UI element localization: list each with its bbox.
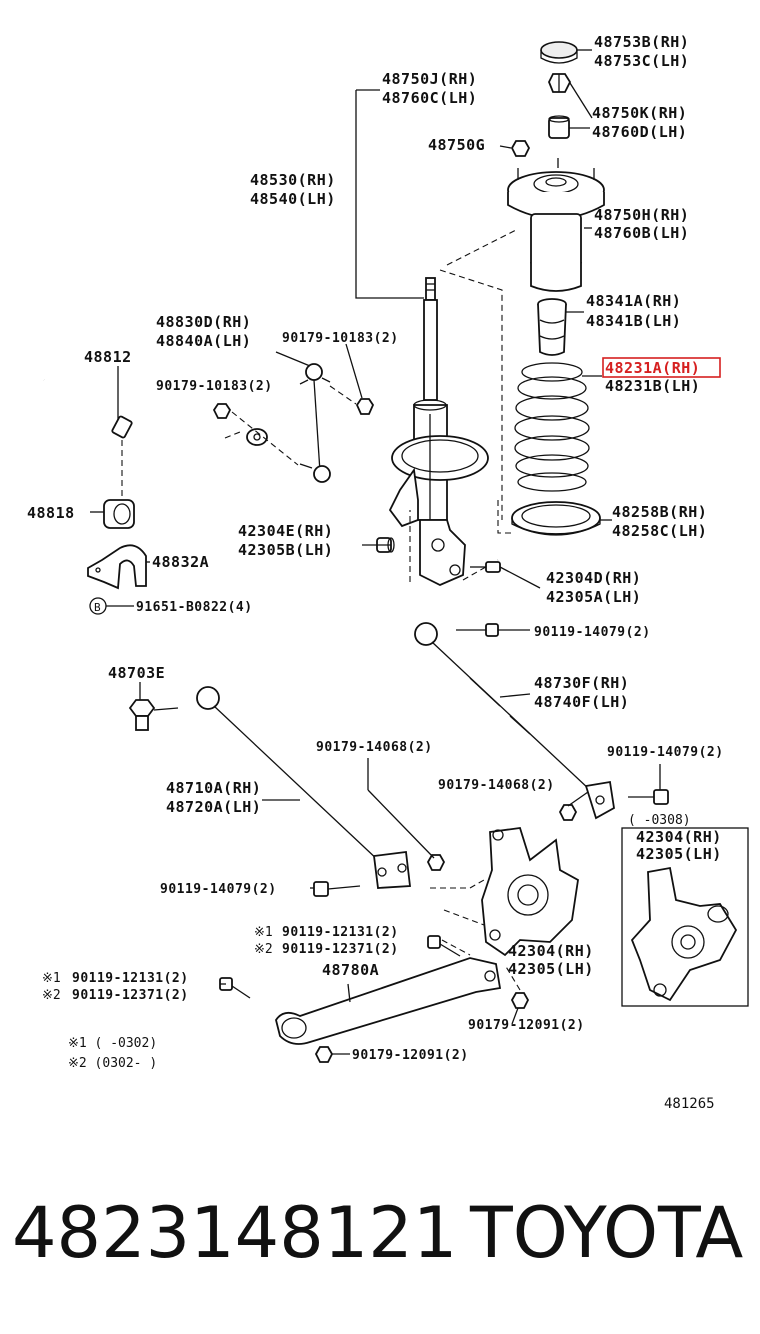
label-48341b: 48341B(LH): [586, 312, 681, 330]
label-48750g: 48750G: [428, 136, 485, 154]
label-mark1-b: ※1: [42, 971, 61, 986]
label-48258b: 48258B(RH): [612, 503, 707, 521]
rod-nut: [510, 992, 530, 1009]
label-90119-12371-b: 90119-12371(2): [72, 988, 189, 1003]
label-48753b: 48753B(RH): [594, 33, 689, 51]
arm-bolt: [313, 881, 361, 897]
label-90179-14068-b: 90179-14068(2): [438, 778, 555, 793]
label-90119-14079-c: 90119-14079(2): [160, 882, 277, 897]
label-48720a: 48720A(LH): [166, 798, 261, 816]
strut-bolt: [470, 561, 501, 573]
label-48258c: 48258C(LH): [612, 522, 707, 540]
label-48341a: 48341A(RH): [586, 292, 681, 310]
label-42304e: 42304E(RH): [238, 522, 333, 540]
coil-spring: [514, 362, 590, 492]
part-number: 4823148121: [12, 1192, 458, 1274]
label-48750h: 48750H(RH): [594, 206, 689, 224]
diagram-code: 481265: [664, 1096, 715, 1112]
label-48753c: 48753C(LH): [594, 52, 689, 70]
label-48750k: 48750K(RH): [592, 104, 687, 122]
label-90179-10183-b: 90179-10183(2): [156, 379, 273, 394]
bump-stopper: [537, 298, 567, 356]
label-42305b: 42305B(LH): [238, 541, 333, 559]
highlight-box-48231a: [602, 357, 721, 378]
label-48710a: 48710A(RH): [166, 779, 261, 797]
label-42304d: 42304D(RH): [546, 569, 641, 587]
label-48750j: 48750J(RH): [382, 70, 477, 88]
shock-absorber: [388, 277, 489, 586]
strut-nut: [548, 73, 572, 93]
strut-support-mount: [507, 158, 605, 292]
label-48830d: 48830D(RH): [156, 313, 251, 331]
label-91651: 91651-B0822(4): [136, 600, 253, 615]
label-48832a: 48832A: [152, 553, 209, 571]
label-90119-12131-b: 90119-12131(2): [72, 971, 189, 986]
stabilizer-bar: [42, 377, 268, 516]
label-42305: 42305(LH): [508, 960, 594, 978]
label-48703e: 48703E: [108, 664, 165, 682]
label-90179-14068-a: 90179-14068(2): [316, 740, 433, 755]
label-90119-12131-a: 90119-12131(2): [282, 925, 399, 940]
label-mark2-b: ※2: [42, 988, 61, 1003]
upper-cushion: [548, 115, 570, 139]
note-mark1: ※1 ( -0302): [68, 1036, 157, 1051]
label-42304: 42304(RH): [508, 942, 594, 960]
rear-axle-carrier: [481, 827, 579, 957]
inset-axle-carrier: [630, 866, 738, 1002]
lateral-link-lower: [196, 686, 412, 889]
label-42305a: 42305A(LH): [546, 588, 641, 606]
note-mark2: ※2 (0302- ): [68, 1056, 157, 1071]
label-48530: 48530(RH): [250, 171, 336, 189]
stabilizer-link: [299, 363, 331, 483]
label-48760c: 48760C(LH): [382, 89, 477, 107]
label-42305-inset: 42305(LH): [636, 845, 722, 863]
leader-lines: [90, 49, 661, 1055]
rod-bolt: [427, 935, 461, 957]
label-90119-12371-a: 90119-12371(2): [282, 942, 399, 957]
rod-bolt: [219, 977, 251, 999]
spring-insulator: [511, 501, 601, 536]
arm-nut: [426, 854, 446, 871]
link-nut: [355, 398, 375, 415]
label-48760b: 48760B(LH): [594, 224, 689, 242]
strut-rod: [275, 957, 502, 1045]
link-nut: [212, 403, 232, 419]
label-0308: ( -0308): [628, 813, 691, 828]
label-48840a: 48840A(LH): [156, 332, 251, 350]
link-nut: [558, 804, 578, 821]
stabilizer-bracket: [87, 544, 147, 590]
brand-name: TOYOTA: [470, 1192, 744, 1274]
label-b-circle: B: [94, 601, 101, 614]
label-90179-12091-a: 90179-12091(2): [468, 1018, 585, 1033]
label-mark2-a: ※2: [254, 942, 273, 957]
link-bolt: [456, 623, 499, 637]
arm-bolt: [128, 699, 179, 731]
rod-nut: [314, 1046, 334, 1063]
mount-nut: [510, 140, 531, 157]
label-48740f: 48740F(LH): [534, 693, 629, 711]
label-48730f: 48730F(RH): [534, 674, 629, 692]
label-48818: 48818: [27, 504, 75, 522]
label-48812: 48812: [84, 348, 132, 366]
mount-cap: [540, 41, 578, 64]
label-90119-14079-b: 90119-14079(2): [607, 745, 724, 760]
label-48231a: 48231A(RH): [605, 359, 700, 377]
label-48231b: 48231B(LH): [605, 377, 700, 395]
label-48540: 48540(LH): [250, 190, 336, 208]
label-48780a: 48780A: [322, 961, 379, 979]
link-bolt: [628, 789, 669, 805]
stabilizer-bushing: [103, 499, 135, 529]
label-mark1-a: ※1: [254, 925, 273, 940]
label-90119-14079-a: 90119-14079(2): [534, 625, 651, 640]
label-90179-12091-b: 90179-12091(2): [352, 1048, 469, 1063]
label-90179-10183-a: 90179-10183(2): [282, 331, 399, 346]
label-48760d: 48760D(LH): [592, 123, 687, 141]
label-42304-inset: 42304(RH): [636, 828, 722, 846]
lateral-link-upper: [414, 622, 615, 820]
